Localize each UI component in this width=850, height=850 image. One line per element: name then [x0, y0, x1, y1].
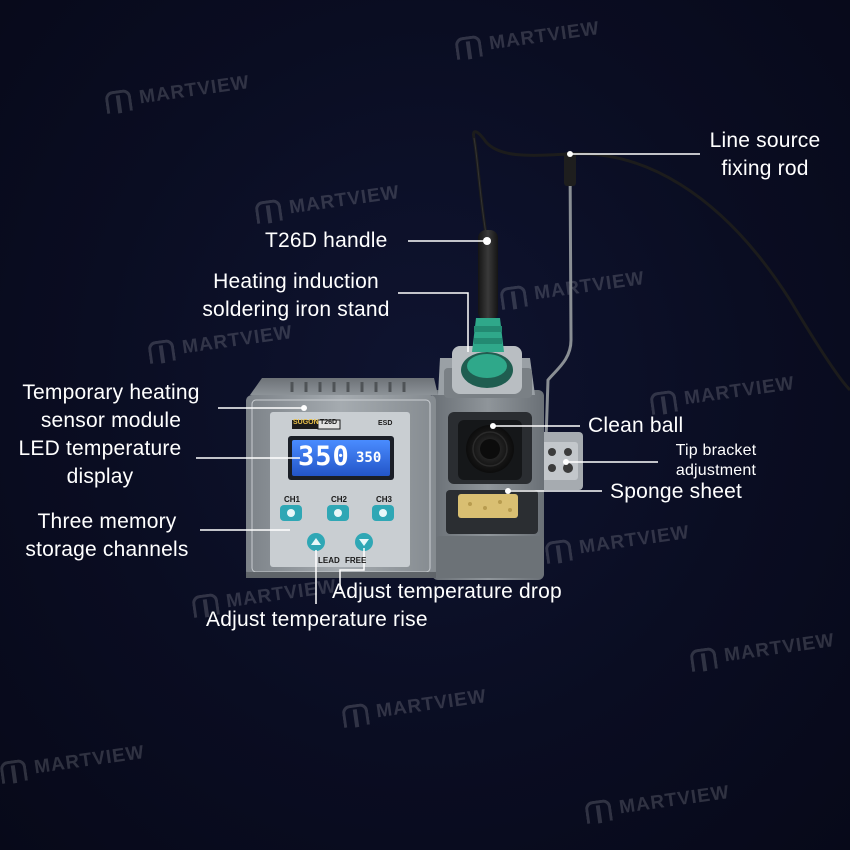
callout-line-source-fixing-rod: Line source fixing rod	[709, 129, 821, 180]
callout-heating-induction-stand: Heating induction soldering iron stand	[202, 270, 390, 321]
callout-three-memory-channels: Three memory storage channels	[25, 510, 189, 561]
lead-label: LEAD	[318, 556, 340, 565]
leader-stand	[398, 292, 469, 352]
callout-adjust-temperature-rise: Adjust temperature rise	[206, 608, 428, 631]
callout-tip-bracket-adjustment: Tip bracket adjustment	[675, 442, 757, 479]
fixing-rod	[544, 153, 573, 441]
lcd-main-temperature: 350	[298, 441, 350, 472]
channel-2-label: CH2	[331, 495, 348, 504]
callout-temporary-heating-sensor: Temporary heating sensor module	[22, 381, 200, 432]
callout-clean-ball: Clean ball	[588, 414, 684, 437]
lcd-set-temperature: 350	[356, 450, 382, 466]
callout-sponge-sheet: Sponge sheet	[610, 480, 743, 503]
callout-led-temperature-display: LED temperature display	[18, 437, 182, 488]
station-body	[246, 378, 438, 578]
free-label: FREE	[345, 556, 367, 565]
channel-1-label: CH1	[284, 495, 301, 504]
iron-handle	[472, 230, 504, 352]
model-label: T26D	[320, 419, 338, 426]
esd-label: ESD	[378, 420, 393, 427]
tip-bracket	[535, 432, 583, 490]
callout-t26d-handle: T26D handle	[265, 229, 388, 252]
leader-lines	[196, 153, 700, 604]
sponge	[458, 494, 518, 518]
leader-drop	[339, 548, 365, 590]
iron-stand	[432, 346, 544, 580]
rod-clip	[564, 152, 576, 186]
channel-3-label: CH3	[376, 495, 393, 504]
callout-adjust-temperature-drop: Adjust temperature drop	[332, 580, 562, 603]
brand-label: SUGON	[293, 419, 319, 426]
